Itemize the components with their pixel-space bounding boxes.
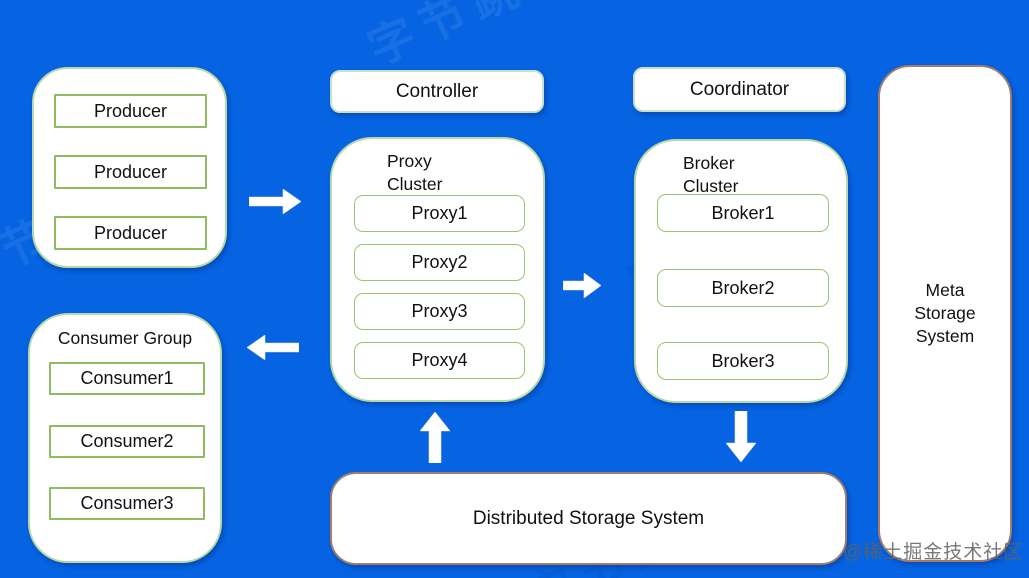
producer-node: Producer <box>54 155 207 189</box>
broker-node: Broker3 <box>657 342 829 380</box>
arrow-proxy-to-consumer-icon <box>247 335 299 360</box>
broker-cluster-title: Broker Cluster <box>683 153 739 196</box>
consumer-node: Consumer3 <box>49 487 205 520</box>
producer-node: Producer <box>54 94 207 128</box>
producer-group-box: Producer Producer Producer <box>32 67 227 268</box>
arrow-storage-to-proxy-icon <box>420 412 450 463</box>
arrow-producer-to-proxy-icon <box>249 189 301 214</box>
controller-box: Controller <box>330 70 544 113</box>
credit-watermark: @稀土掘金技术社区 <box>843 542 1024 563</box>
consumer-node: Consumer2 <box>49 425 205 458</box>
proxy-node: Proxy3 <box>354 293 525 330</box>
arrow-broker-to-storage-icon <box>726 411 756 462</box>
producer-node: Producer <box>54 216 207 250</box>
consumer-group-box: Consumer Group Consumer1 Consumer2 Consu… <box>28 313 222 563</box>
proxy-node: Proxy1 <box>354 195 525 232</box>
meta-storage-label: Meta Storage System <box>914 280 976 346</box>
proxy-node: Proxy2 <box>354 244 525 281</box>
distributed-storage-box: Distributed Storage System <box>330 472 847 565</box>
proxy-node: Proxy4 <box>354 342 525 379</box>
arrow-proxy-to-broker-icon <box>563 273 601 298</box>
meta-storage-box: Meta Storage System <box>878 65 1012 562</box>
proxy-cluster-box: Proxy Cluster Proxy1 Proxy2 Proxy3 Proxy… <box>330 137 545 402</box>
consumer-node: Consumer1 <box>49 362 205 395</box>
broker-cluster-box: Broker Cluster Broker1 Broker2 Broker3 <box>634 139 848 403</box>
broker-node: Broker2 <box>657 269 829 307</box>
consumer-group-title: Consumer Group <box>57 328 193 348</box>
coordinator-box: Coordinator <box>633 67 846 112</box>
background-watermark: 字节跳动 <box>360 0 587 76</box>
proxy-cluster-title: Proxy Cluster <box>387 151 443 194</box>
broker-node: Broker1 <box>657 194 829 232</box>
